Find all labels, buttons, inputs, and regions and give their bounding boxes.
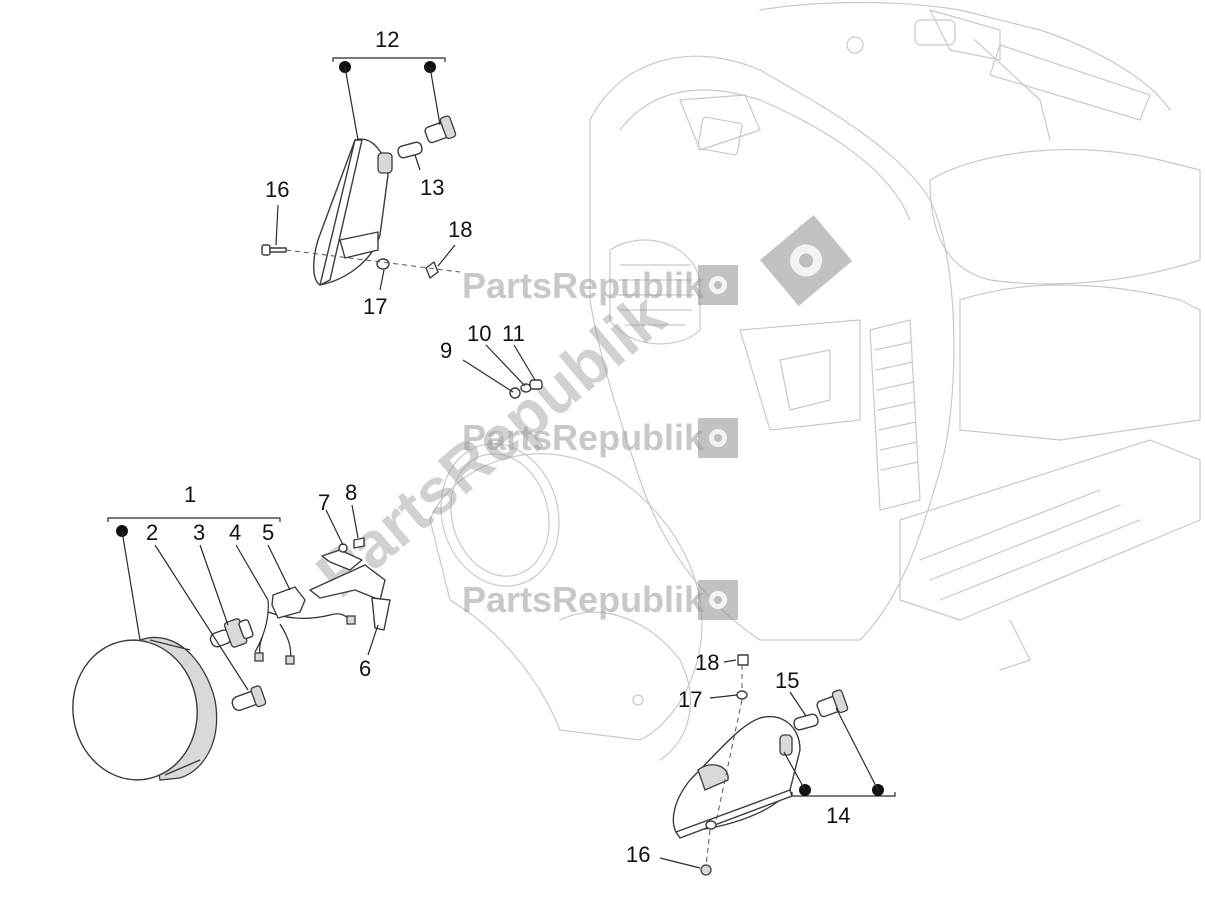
fastener-set <box>509 379 543 399</box>
callout-17-top: 17 <box>363 294 387 319</box>
callout-5: 5 <box>262 520 274 545</box>
gear-flag-icon <box>760 215 853 306</box>
callout-13: 13 <box>420 175 444 200</box>
callout-4: 4 <box>229 520 241 545</box>
callout-18-bottom: 18 <box>695 650 719 675</box>
callout-6: 6 <box>359 656 371 681</box>
callout-16-top: 16 <box>265 177 289 202</box>
watermark-text: PartsRepublik <box>462 417 705 458</box>
watermark-text: PartsRepublik <box>462 579 705 620</box>
gear-flag-icon <box>698 418 738 458</box>
gear-flag-icon <box>698 580 738 620</box>
callout-7: 7 <box>318 490 330 515</box>
watermark-text: PartsRepublik <box>462 265 705 306</box>
callout-15: 15 <box>775 668 799 693</box>
callout-12: 12 <box>375 27 399 52</box>
watermark-group: PartsRepublik PartsRepublik PartsRepubli… <box>303 215 853 620</box>
front-turn-signal-right <box>261 115 461 286</box>
callout-2: 2 <box>146 520 158 545</box>
callout-labels: 12 13 16 18 17 9 10 11 1 2 3 4 5 7 8 6 1… <box>146 27 850 867</box>
leader-lines <box>107 57 896 869</box>
callout-1: 1 <box>184 482 196 507</box>
headlight-assembly <box>72 537 391 781</box>
callout-8: 8 <box>345 480 357 505</box>
gear-flag-icon <box>698 265 738 305</box>
callout-3: 3 <box>193 520 205 545</box>
callout-14: 14 <box>826 803 850 828</box>
callout-11: 11 <box>502 321 525 346</box>
callout-17-bottom: 17 <box>678 687 702 712</box>
callout-9: 9 <box>440 338 452 363</box>
callout-18-top: 18 <box>448 217 472 242</box>
front-turn-signal-left <box>672 654 849 876</box>
callout-10: 10 <box>467 321 491 346</box>
callout-16-bottom: 16 <box>626 842 650 867</box>
